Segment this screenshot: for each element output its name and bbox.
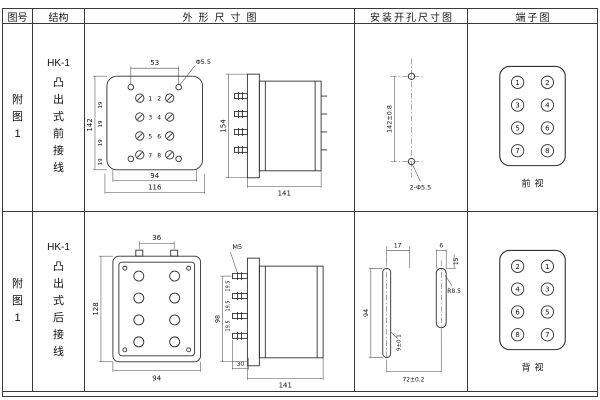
slot-width-label: 9±0.1	[397, 334, 403, 351]
dim-141: 141	[278, 190, 291, 198]
dim-19-5: 19.5	[225, 281, 231, 292]
row1-mounting-cell: 142±0.8 2-Φ5.5	[355, 24, 468, 212]
terminal-number: 5	[545, 308, 549, 316]
terminal-number: 6	[515, 308, 519, 316]
terminal-number: 8	[515, 331, 519, 339]
terminal-number: 3	[545, 286, 549, 294]
dim-72-02: 72±0.2	[402, 376, 424, 383]
relay-rear-view	[112, 249, 202, 363]
structure-text: 凸出式前接线	[53, 76, 64, 175]
front-view-dimensions: 53 Φ5.5 142 19 19 19 19 94 116	[86, 58, 211, 194]
header-fig-no: 图号	[3, 9, 33, 24]
holes-label: 2-Φ5.5	[410, 183, 432, 191]
dim-94: 94	[152, 375, 161, 383]
dim-142-08: 142±0.8	[386, 105, 394, 133]
view-caption: 背视	[522, 361, 548, 373]
terminal-number: 7	[148, 152, 152, 159]
model-text: HK-1	[47, 241, 70, 253]
view-caption: 前视	[522, 177, 548, 189]
terminal-diagram-front-view: 1 2 3 4 5 6 7 8 前视	[499, 65, 566, 189]
dimension-table: 图号 结构 外形尺寸图 安装开孔尺寸图 端子图 附图1 HK-1 凸出式前接线	[2, 8, 598, 397]
dim-19: 19	[98, 158, 104, 165]
side-view-dimensions: 154 141	[219, 73, 322, 198]
dim-19: 19	[98, 101, 104, 108]
dim-30: 30	[237, 361, 245, 368]
dim-94: 94	[150, 172, 159, 180]
terminal-number: 1	[148, 96, 152, 103]
fig-no-text: 附图1	[12, 93, 23, 141]
dim-36: 36	[152, 234, 161, 242]
outline-drawing-front-wiring: 1 2 3 4 5 6 7 8 53 Φ5.5	[86, 58, 328, 198]
terminal-number: 7	[545, 331, 549, 339]
dim-17: 17	[394, 242, 402, 249]
terminal-number: 2	[157, 96, 161, 103]
row2-structure: HK-1 凸出式后接线	[33, 212, 85, 392]
dim-19-5: 19.5	[225, 300, 231, 311]
dim-53: 53	[150, 59, 159, 67]
terminal-number: 3	[515, 102, 519, 110]
terminal-number: 6	[157, 133, 161, 140]
dim-98: 98	[214, 315, 222, 323]
terminal-number: 4	[545, 102, 550, 110]
row1-fig-no: 附图1	[3, 24, 33, 212]
terminal-number: 3	[148, 114, 152, 121]
rear-view-dimensions: 36 128 94	[92, 234, 201, 383]
relay-side-view	[232, 257, 324, 367]
terminal-number: 5	[515, 124, 519, 132]
outline-drawing-rear-wiring: 36 128 94	[92, 234, 324, 390]
relay-side-view	[233, 73, 328, 179]
dim-141: 141	[279, 382, 292, 390]
header-terminal: 端子图	[468, 9, 597, 24]
row2-fig-no: 附图1	[3, 212, 33, 392]
fig-no-text: 附图1	[12, 277, 23, 325]
relay-front-view: 1 2 3 4 5 6 7 8	[106, 75, 204, 171]
radius-label: R8.5	[447, 288, 461, 295]
screw-label: M5	[232, 243, 242, 251]
dim-6: 6	[439, 242, 443, 249]
dim-128: 128	[92, 302, 100, 315]
terminal-number: 5	[148, 133, 152, 140]
header-outline: 外形尺寸图	[85, 9, 355, 24]
dim-154: 154	[219, 119, 227, 133]
terminal-number: 6	[545, 124, 549, 132]
side-view-dimensions: M5 98 19.5 19.5 19.5 30 141	[214, 243, 324, 390]
header-mounting: 安装开孔尺寸图	[355, 9, 468, 24]
model-text: HK-1	[47, 57, 70, 69]
header-structure: 结构	[33, 9, 85, 24]
structure-text: 凸出式后接线	[53, 260, 64, 359]
dim-94: 94	[362, 309, 370, 317]
terminal-number: 4	[157, 114, 161, 121]
row2-terminal-cell: 2 1 4 3 6 5 8 7 背视	[468, 212, 597, 392]
terminal-diagram-rear-view: 2 1 4 3 6 5 8 7 背视	[499, 249, 566, 373]
dim-15: 15	[453, 257, 460, 265]
dim-116: 116	[148, 184, 161, 192]
dim-19: 19	[98, 139, 104, 146]
row1-outline-cell: 1 2 3 4 5 6 7 8 53 Φ5.5	[85, 24, 355, 212]
dim-19-5: 19.5	[225, 320, 231, 331]
terminal-number: 8	[545, 147, 549, 155]
table-footer-strip	[3, 392, 597, 396]
dim-19: 19	[98, 120, 104, 127]
terminal-number: 7	[515, 147, 519, 155]
mounting-drawing-rear-wiring: 94 17 6 15 R8.5 9±0.1 72±0.2	[362, 242, 461, 383]
terminal-number: 2	[515, 263, 519, 271]
terminal-number: 1	[515, 79, 519, 87]
terminal-number: 4	[515, 286, 520, 294]
row1-structure: HK-1 凸出式前接线	[33, 24, 85, 212]
mounting-drawing-front-wiring: 142±0.8 2-Φ5.5	[386, 58, 432, 191]
hole-dia-label: Φ5.5	[196, 58, 211, 66]
row2-outline-cell: 36 128 94	[85, 212, 355, 392]
dim-142: 142	[86, 118, 94, 131]
row1-terminal-cell: 1 2 3 4 5 6 7 8 前视	[468, 24, 597, 212]
terminal-number: 1	[545, 263, 549, 271]
terminal-number: 2	[545, 79, 549, 87]
row2-mounting-cell: 94 17 6 15 R8.5 9±0.1 72±0.2	[355, 212, 468, 392]
terminal-number: 8	[157, 152, 161, 159]
